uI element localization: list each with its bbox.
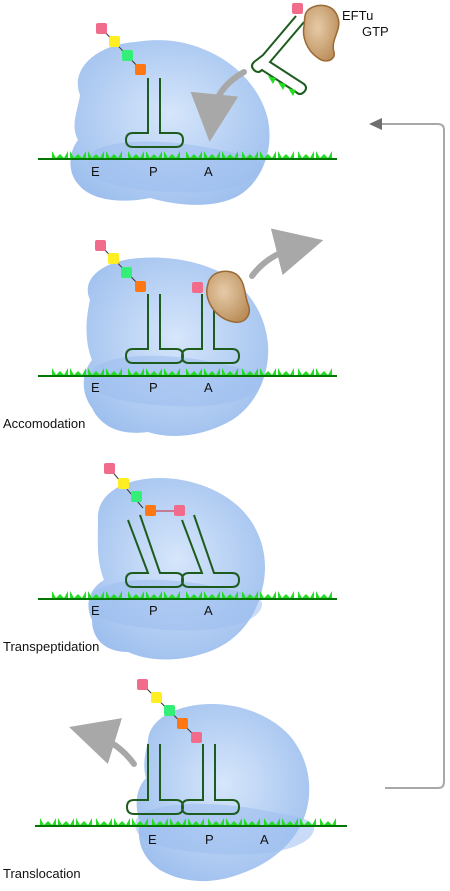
incoming-trna (251, 15, 307, 95)
trna-a-site-tilted (180, 514, 241, 588)
amino-acid-yellow (108, 253, 119, 264)
peptide-chain (95, 240, 146, 292)
amino-acid-pink (95, 240, 106, 251)
panel-transpeptidation: E P A Transpeptidation (3, 463, 337, 660)
amino-acid-green (121, 267, 132, 278)
release-arrow (249, 228, 324, 279)
amino-acid-orange (135, 281, 146, 292)
amino-acid-pink (292, 3, 303, 14)
panel-incoming-trna: EFTu GTP E P A (38, 3, 389, 205)
amino-acid-pink (191, 732, 202, 743)
panel-translocation: E P A Translocation (3, 679, 347, 882)
trna-p-site (124, 78, 185, 148)
site-label-a: A (204, 380, 213, 395)
ribosome-small-subunit (90, 579, 263, 631)
amino-acid-pink (96, 23, 107, 34)
amino-acid-green (122, 50, 133, 61)
site-label-e: E (91, 380, 100, 395)
cycle-return-arrow (380, 123, 445, 789)
site-label-p: P (149, 164, 158, 179)
amino-acid-pink-new (174, 505, 185, 516)
cycle-arrow-head (369, 118, 382, 130)
codons (40, 818, 336, 825)
eftu-protein (302, 4, 340, 62)
amino-acid-green (164, 705, 175, 716)
site-label-e: E (91, 164, 100, 179)
eftu-protein (205, 270, 250, 323)
eftu-label: EFTu (342, 8, 373, 23)
amino-acid-yellow (118, 478, 129, 489)
binding-arrow (190, 69, 247, 142)
step-label-translocation: Translocation (3, 866, 81, 881)
panel-accommodation: E P A Accomodation (3, 228, 337, 436)
amino-acid-pink (192, 282, 203, 293)
site-label-a: A (260, 832, 269, 847)
site-label-p: P (205, 832, 214, 847)
trna-e-site (125, 744, 185, 815)
amino-acid-pink (104, 463, 115, 474)
step-label-accommodation: Accomodation (3, 416, 85, 431)
step-label-transpeptidation: Transpeptidation (3, 639, 99, 654)
trna-a-site (180, 294, 241, 364)
amino-acid-pink (137, 679, 148, 690)
peptide-chain (137, 679, 202, 743)
site-label-a: A (204, 603, 213, 618)
amino-acid-yellow (151, 692, 162, 703)
amino-acid-orange (145, 505, 156, 516)
peptide-chain (104, 463, 185, 516)
gtp-label: GTP (362, 24, 389, 39)
ribosome (136, 704, 310, 882)
trna-p-site (124, 294, 185, 364)
codons (52, 591, 332, 598)
peptide-chain (96, 23, 146, 75)
amino-acid-orange (177, 718, 188, 729)
trna-p-site-tilted (124, 514, 185, 588)
site-label-e: E (148, 832, 157, 847)
ribosome-small-subunit (90, 355, 263, 407)
amino-acid-green (131, 491, 142, 502)
anticodon (268, 76, 296, 96)
amino-acid-yellow (109, 36, 120, 47)
site-label-p: P (149, 603, 158, 618)
site-label-e: E (91, 603, 100, 618)
site-label-p: P (149, 380, 158, 395)
site-label-a: A (204, 164, 213, 179)
codons (52, 368, 332, 375)
amino-acid-orange (135, 64, 146, 75)
ribosome-small-subunit (135, 803, 314, 855)
trna-p-site (180, 744, 241, 815)
codons (52, 151, 332, 158)
exit-arrow (69, 718, 137, 767)
